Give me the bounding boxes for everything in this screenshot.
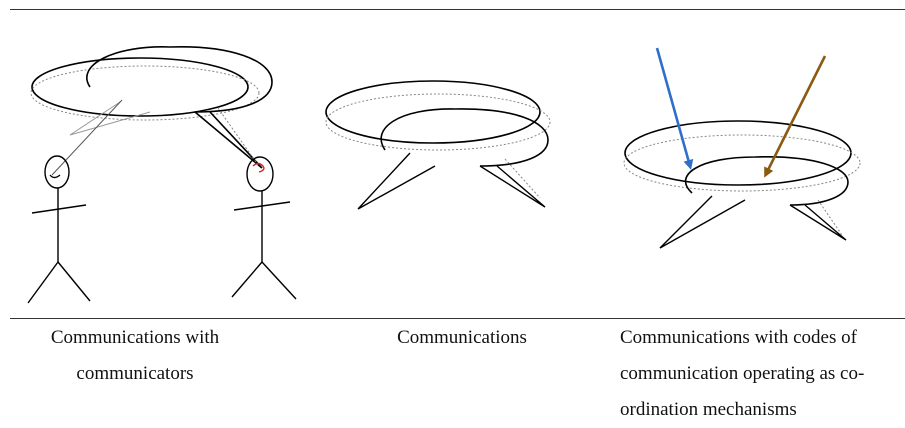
- caption-line: Communications with: [50, 327, 220, 348]
- panel-communicators: [27, 46, 297, 304]
- speech-bubble-icon: [623, 120, 861, 249]
- speech-bubble-icon: [325, 80, 551, 210]
- caption-line: ordination mechanisms: [620, 399, 797, 420]
- caption-communicators: Communications with communicators: [30, 320, 240, 392]
- stick-figure-right-icon: [231, 156, 297, 300]
- caption-line: communication operating as co-: [620, 363, 865, 384]
- panel-coordination: [623, 47, 861, 249]
- caption-line: Communications with codes of: [620, 327, 857, 348]
- caption-line: communicators: [76, 363, 194, 384]
- caption-coordination: Communications with codes of communicati…: [620, 320, 902, 428]
- caption-rule: [10, 318, 905, 319]
- top-rule: [10, 9, 905, 10]
- diagram-figure: [27, 46, 861, 304]
- caption-line: Communications: [397, 327, 527, 348]
- panel-communications: [325, 80, 551, 210]
- blue-arrow-icon: [655, 47, 694, 170]
- brown-arrow-icon: [764, 55, 827, 178]
- speech-bubble-icon: [30, 46, 273, 176]
- caption-communications: Communications: [362, 320, 562, 356]
- stick-figure-left-icon: [27, 155, 91, 304]
